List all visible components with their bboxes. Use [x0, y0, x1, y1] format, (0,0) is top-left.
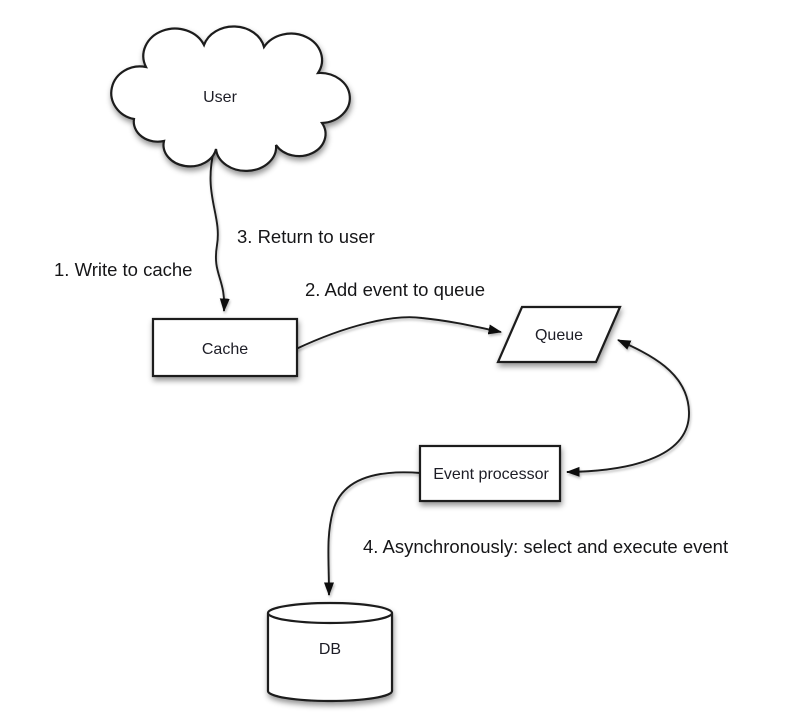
db-cylinder-body: [266, 613, 394, 703]
node-queue-label: Queue: [535, 327, 583, 344]
labels-layer: User Cache Queue Event processor DB 1. W…: [54, 89, 728, 658]
node-cache-label: Cache: [202, 341, 248, 358]
nodes-layer: [110, 25, 622, 703]
node-queue: [496, 305, 622, 364]
cloud-shape-icon: [110, 25, 351, 172]
edge-queue-event-processor: [566, 339, 690, 477]
edge-cache-to-queue: [295, 316, 502, 350]
edge-label-step-2: 2. Add event to queue: [305, 279, 485, 300]
node-db: [266, 601, 394, 703]
db-cylinder-top: [266, 601, 394, 625]
edges-layer: [209, 149, 690, 596]
edge-label-step-4: 4. Asynchronously: select and execute ev…: [363, 536, 728, 557]
edge-label-step-3: 3. Return to user: [237, 226, 375, 247]
edge-label-step-1: 1. Write to cache: [54, 259, 192, 280]
node-db-label: DB: [319, 641, 341, 658]
node-cache: [151, 317, 299, 378]
node-user-label: User: [203, 89, 237, 106]
edge-event-processor-to-db: [323, 471, 422, 596]
edge-user-to-cache: [209, 149, 230, 312]
node-event-processor: [418, 444, 562, 503]
node-event-processor-label: Event processor: [433, 466, 549, 483]
node-user: [110, 25, 351, 172]
